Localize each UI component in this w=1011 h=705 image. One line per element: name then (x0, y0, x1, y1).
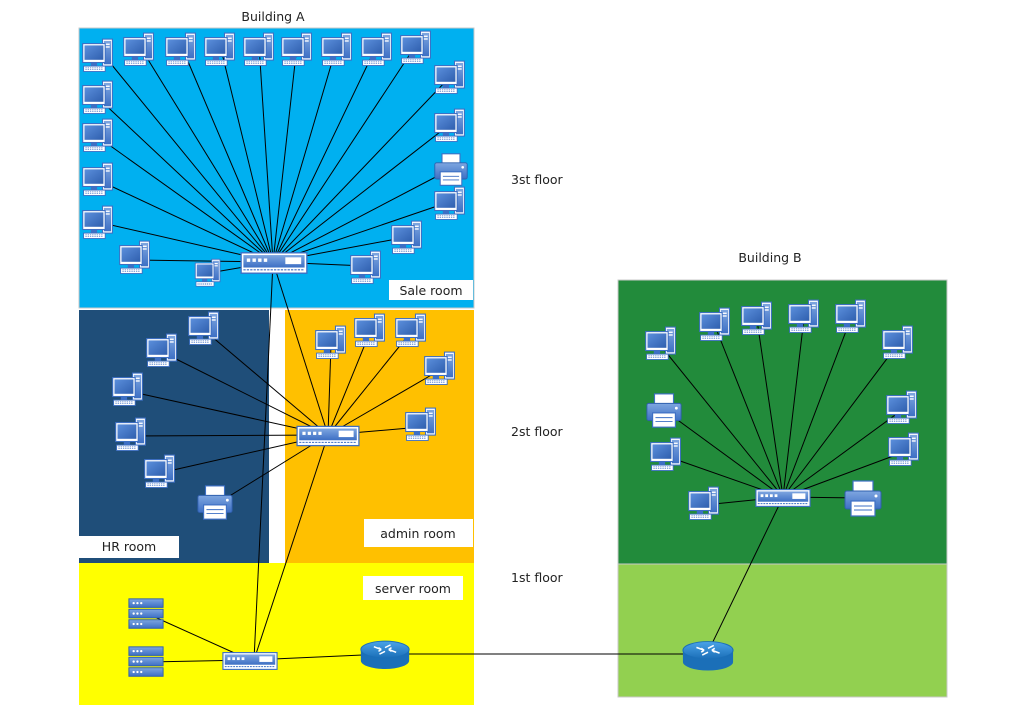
hr-room-text: HR room (102, 539, 156, 554)
building-b-title: Building B (738, 250, 801, 265)
switch-icon (296, 425, 360, 447)
building-a-title: Building A (241, 9, 305, 24)
computer-icon (391, 220, 422, 255)
router-icon (682, 640, 734, 672)
computer-icon (281, 32, 312, 67)
computer-icon (204, 32, 235, 67)
computer-icon (82, 118, 113, 153)
computer-icon (82, 38, 113, 73)
admin-room-text: admin room (380, 526, 455, 541)
computer-icon (361, 32, 392, 67)
computer-icon (434, 108, 465, 143)
computer-icon (82, 80, 113, 115)
computer-icon (82, 162, 113, 197)
admin-room-label: admin room (364, 519, 473, 547)
computer-icon (243, 32, 274, 67)
switch-icon (222, 651, 278, 671)
computer-icon (123, 32, 154, 67)
router-icon (360, 640, 410, 670)
floor-2-label: 2st floor (511, 424, 564, 439)
switch-icon (240, 252, 308, 274)
floor-3-label: 3st floor (511, 172, 564, 187)
hr-room-label: HR room (79, 536, 179, 558)
server-icon (128, 598, 164, 629)
server-room-label: server room (363, 576, 463, 600)
computer-icon (165, 32, 196, 67)
sale-room-label: Sale room (389, 280, 473, 300)
building-b-lower-area (617, 563, 948, 698)
floor-1-label: 1st floor (511, 570, 564, 585)
switch-icon (755, 488, 811, 508)
sale-room-text: Sale room (399, 283, 462, 298)
computer-icon (434, 186, 465, 221)
computer-icon (82, 205, 113, 240)
computer-icon (321, 32, 352, 67)
computer-icon (434, 60, 465, 95)
server-room-text: server room (375, 581, 451, 596)
server-icon (128, 646, 164, 677)
